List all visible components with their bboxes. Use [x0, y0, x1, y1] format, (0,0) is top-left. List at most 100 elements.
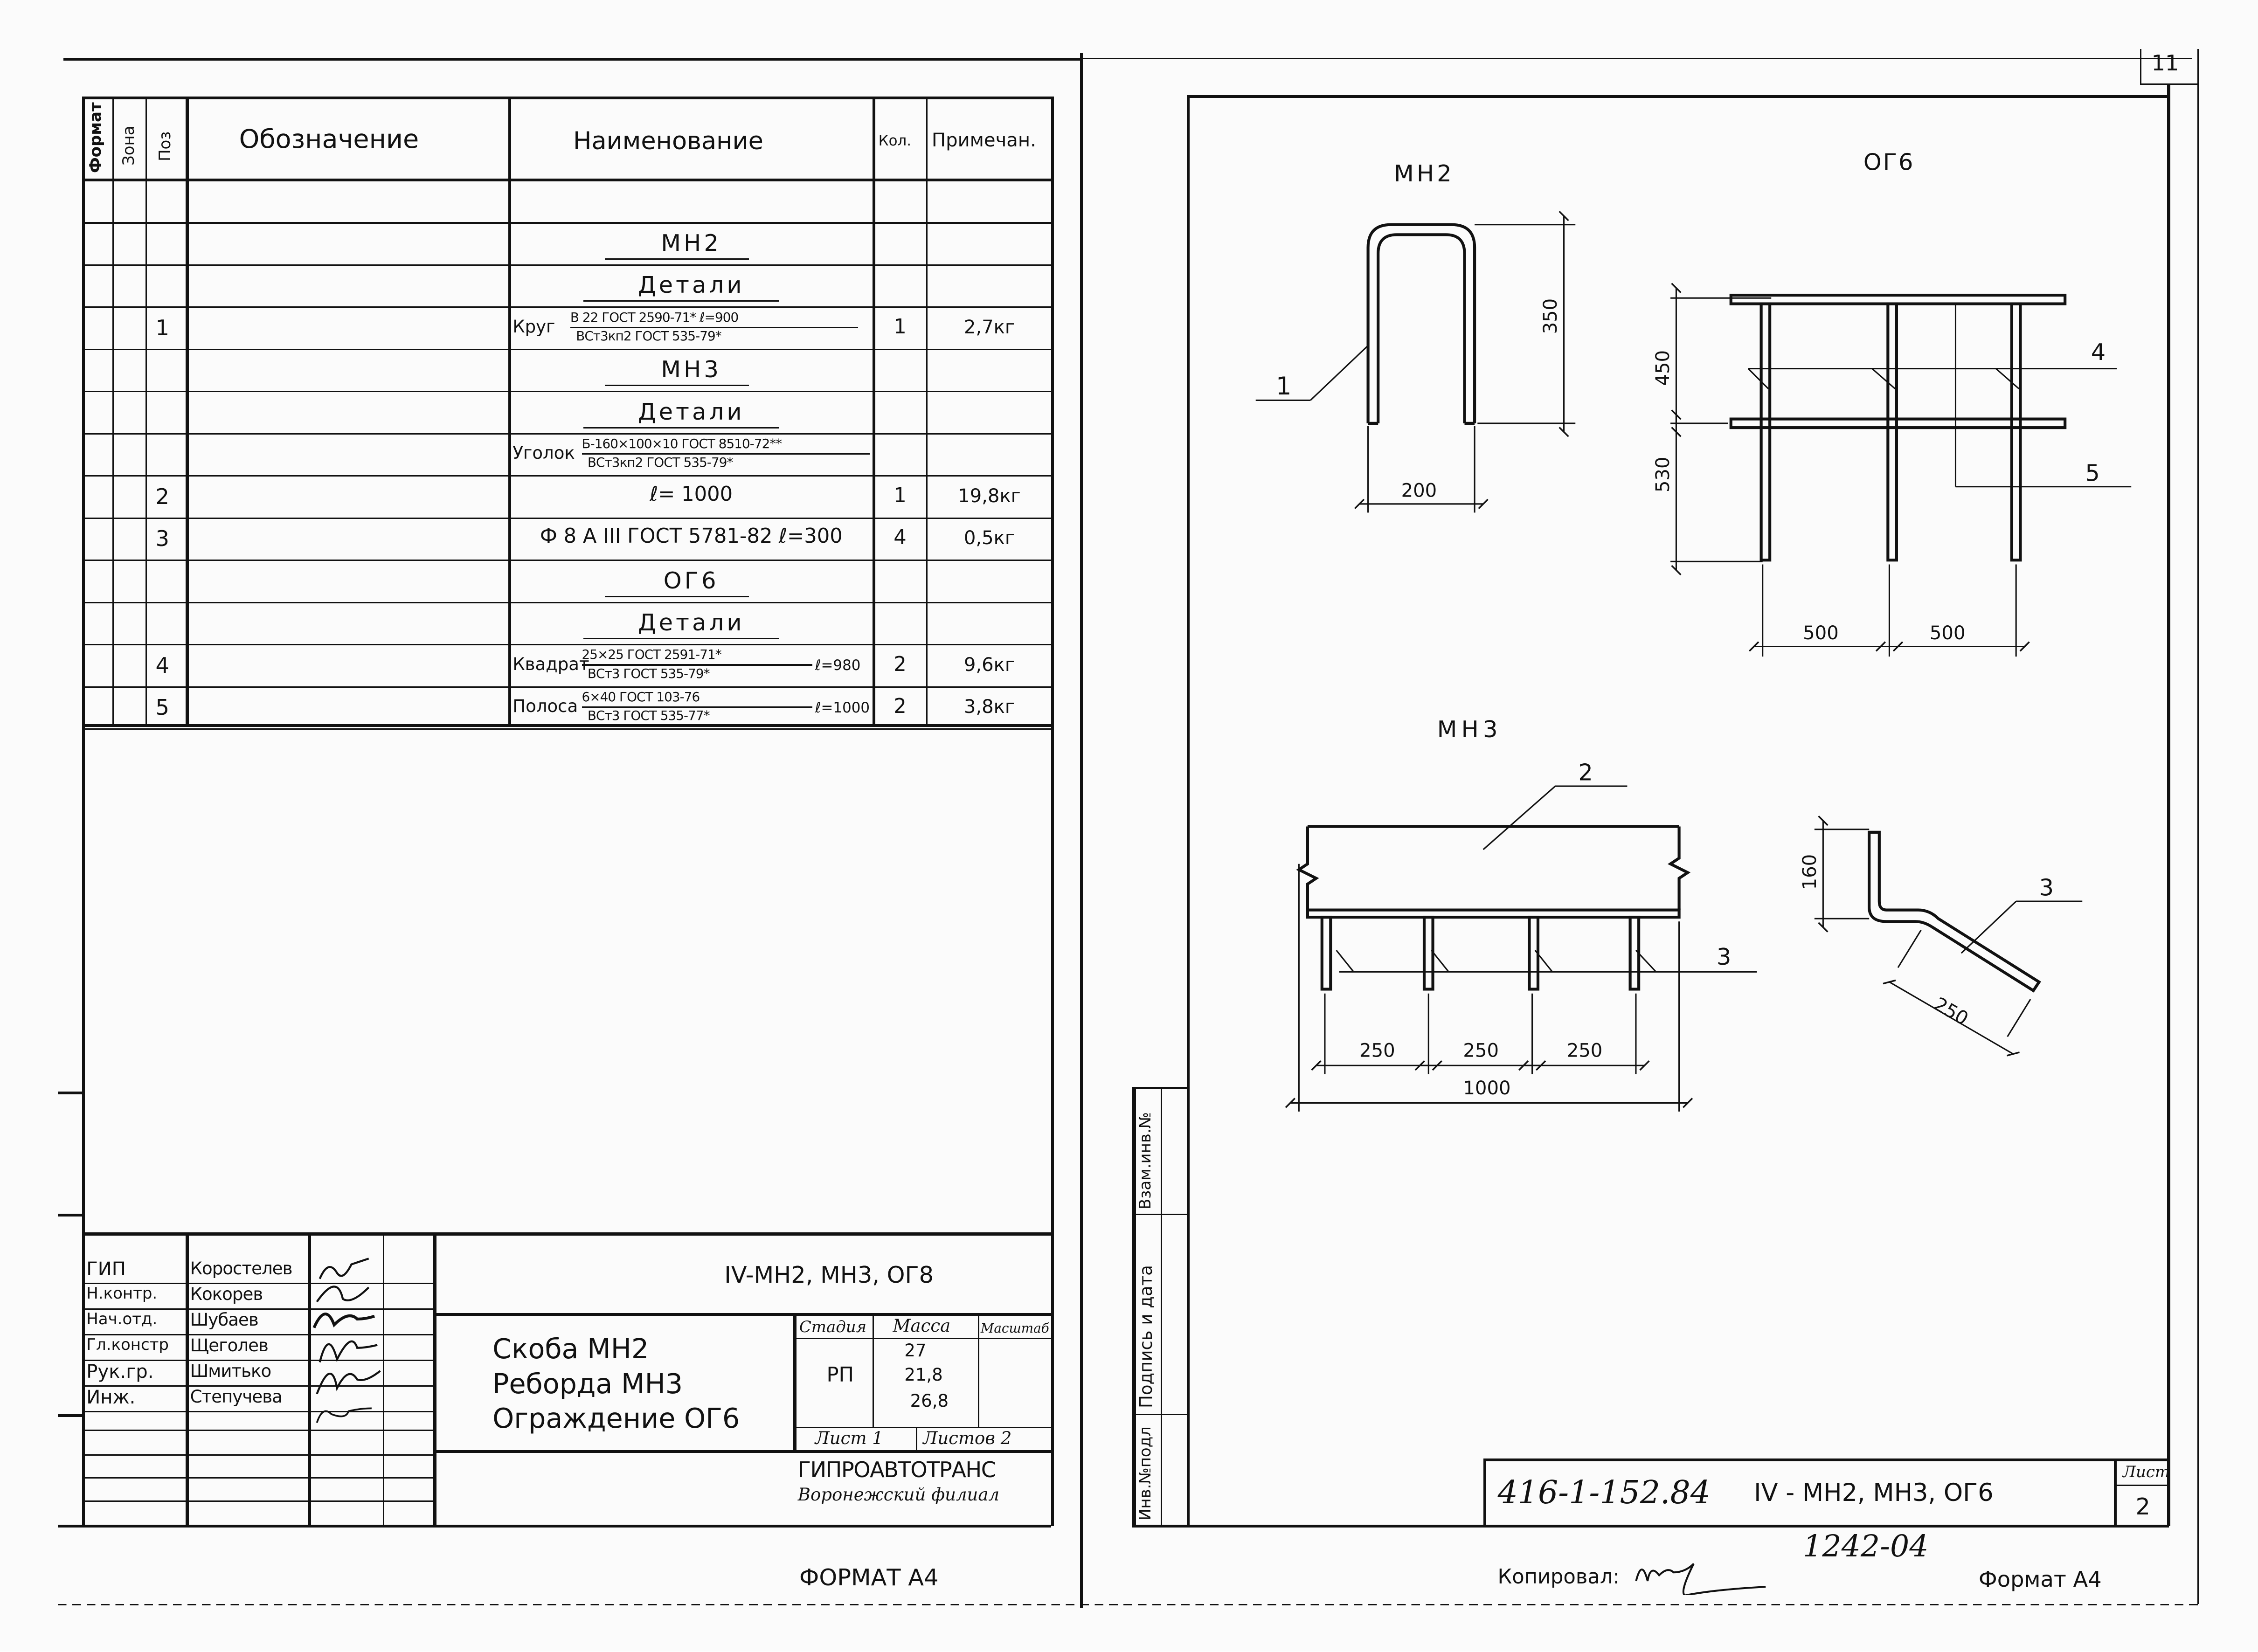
left-bottom-line [57, 1525, 1052, 1528]
detail3-dims [1814, 816, 2083, 1057]
spec-row-frac-line [570, 326, 859, 328]
tb-header-line [793, 1337, 1054, 1339]
spec-header-bottom [82, 178, 1054, 182]
tb-branch: Воронежский филиал [797, 1484, 1000, 1505]
spec-row-suffix: ℓ=980 [815, 657, 861, 674]
spec-row-line [82, 306, 1054, 308]
tb-mass-label: Масса [893, 1316, 951, 1336]
copier-signature [1635, 1563, 1766, 1596]
spec-row-frac-line [582, 706, 812, 708]
tb-mass-2: 21,8 [904, 1365, 943, 1385]
spec-row-frac-line [582, 664, 812, 666]
og6-h2: 530 [1652, 456, 1674, 492]
rs-top [1483, 1458, 2169, 1462]
stamp-row-line [82, 1282, 435, 1284]
spec-row-underline [583, 300, 779, 302]
stamp-row-line [82, 1385, 435, 1387]
spec-row-frac-top: 25×25 ГОСТ 2591-71* [582, 647, 722, 663]
tb-scale-label: Масштаб [980, 1320, 1049, 1336]
tb-title-line-1: Скоба МН2 [492, 1333, 649, 1365]
tb-stage-col [793, 1313, 797, 1452]
spec-row-line [82, 644, 1054, 646]
spec-row-pos: 2 [155, 484, 169, 509]
stamp-role: ГИП [86, 1258, 126, 1280]
spec-row-name: МН2 [661, 229, 722, 256]
right-frame-top [1186, 95, 2169, 98]
detail3-h: 160 [1799, 854, 1821, 890]
right-outer-right [2197, 48, 2199, 1604]
tb-mass-3: 26,8 [910, 1391, 949, 1411]
side-stamp-div-2 [1132, 1414, 1188, 1416]
tb-sheets: Листов 2 [923, 1428, 1012, 1449]
tb-code: IV-МН2, МН3, ОГ8 [724, 1261, 934, 1289]
bottom-copied: Копировал: [1497, 1565, 1620, 1589]
spec-row-frac-bottom: ВСт3кп2 ГОСТ 535-79* [587, 455, 733, 470]
spec-row-qty: 1 [894, 315, 907, 339]
spec-row-name: МН3 [661, 356, 722, 383]
tb-stage-label: Стадия [799, 1317, 867, 1336]
stamp-row-line [82, 1308, 435, 1310]
col-line-1 [112, 96, 114, 726]
spec-row-qty: 4 [894, 526, 907, 550]
spec-row-line [82, 601, 1054, 603]
spec-row-pos: 5 [155, 695, 169, 720]
tb-sheet-col [915, 1427, 918, 1452]
tb-mid-line [433, 1313, 1054, 1316]
mn3-s3: 250 [1567, 1040, 1603, 1062]
spec-row-line [82, 728, 1054, 730]
col-line-5 [873, 96, 876, 726]
tb-stage: РП [826, 1363, 854, 1387]
og6-w1: 500 [1803, 622, 1839, 644]
mn2-height: 350 [1540, 298, 1561, 334]
tb-stamp-col-2 [308, 1232, 311, 1527]
mn3-callout-3: 3 [1717, 943, 1731, 970]
page-number: 11 [2151, 50, 2179, 76]
rs-sheet-line [2114, 1484, 2169, 1486]
spec-row-line [82, 560, 1054, 561]
signatures [312, 1257, 381, 1423]
tb-mass-1: 27 [904, 1340, 927, 1361]
spec-row-line [82, 348, 1054, 350]
spec-row-line [82, 391, 1054, 393]
spec-row-note: 19,8кг [958, 485, 1021, 507]
margin-tick-2 [57, 1214, 82, 1217]
og6-callout-5: 5 [2085, 459, 2099, 486]
mn2-width: 200 [1401, 480, 1437, 501]
top-border-line [63, 57, 2192, 59]
stamp-role: Гл.констр [86, 1335, 169, 1354]
detail3-len: 250 [1930, 993, 1972, 1030]
stamp-person: Шубаев [190, 1309, 259, 1330]
format-left: ФОРМАТ А4 [799, 1563, 939, 1591]
spec-row-qty: 2 [894, 695, 907, 719]
mn2-staple [1366, 223, 1476, 425]
header-name: Наименование [573, 126, 763, 155]
side-stamp-mid [1135, 1087, 1136, 1527]
spec-row-frac-top: В 22 ГОСТ 2590-71* ℓ=900 [570, 309, 739, 325]
spec-row-name: Ф 8 А III ГОСТ 5781-82 ℓ=300 [540, 525, 843, 548]
tb-top [82, 1232, 1054, 1236]
side-stamp-div-1 [1132, 1214, 1188, 1216]
mn2-callout: 1 [1276, 372, 1291, 401]
mn3-callout-2: 2 [1578, 759, 1593, 786]
spec-row-frac-line [582, 453, 870, 455]
sheet-divider [1080, 53, 1083, 1609]
spec-row-line [82, 433, 1054, 435]
spec-row-note: 3,8кг [963, 696, 1015, 718]
page-num-box-bottom [2140, 83, 2198, 85]
spec-frame-top [82, 96, 1054, 100]
stamp-row-line [82, 1359, 435, 1361]
tb-stamp-col-1 [186, 1232, 189, 1527]
spec-row-frac-bottom: ВСт3кп2 ГОСТ 535-79* [576, 328, 721, 344]
col-line-2 [145, 96, 147, 726]
rs-code: IV - МН2, МН3, ОГ6 [1754, 1479, 1994, 1507]
spec-row-line [82, 475, 1054, 477]
mn3-total: 1000 [1463, 1078, 1510, 1099]
spec-row-name: Круг [513, 317, 555, 337]
stamp-row-line [82, 1410, 435, 1412]
spec-row-frac-bottom: ВСт3 ГОСТ 535-77* [587, 708, 710, 724]
spec-row-pos: 4 [155, 652, 169, 678]
stamp-role: Н.контр. [86, 1284, 158, 1303]
spec-row-qty: 1 [894, 484, 907, 507]
detail3-bar [1868, 830, 2041, 993]
